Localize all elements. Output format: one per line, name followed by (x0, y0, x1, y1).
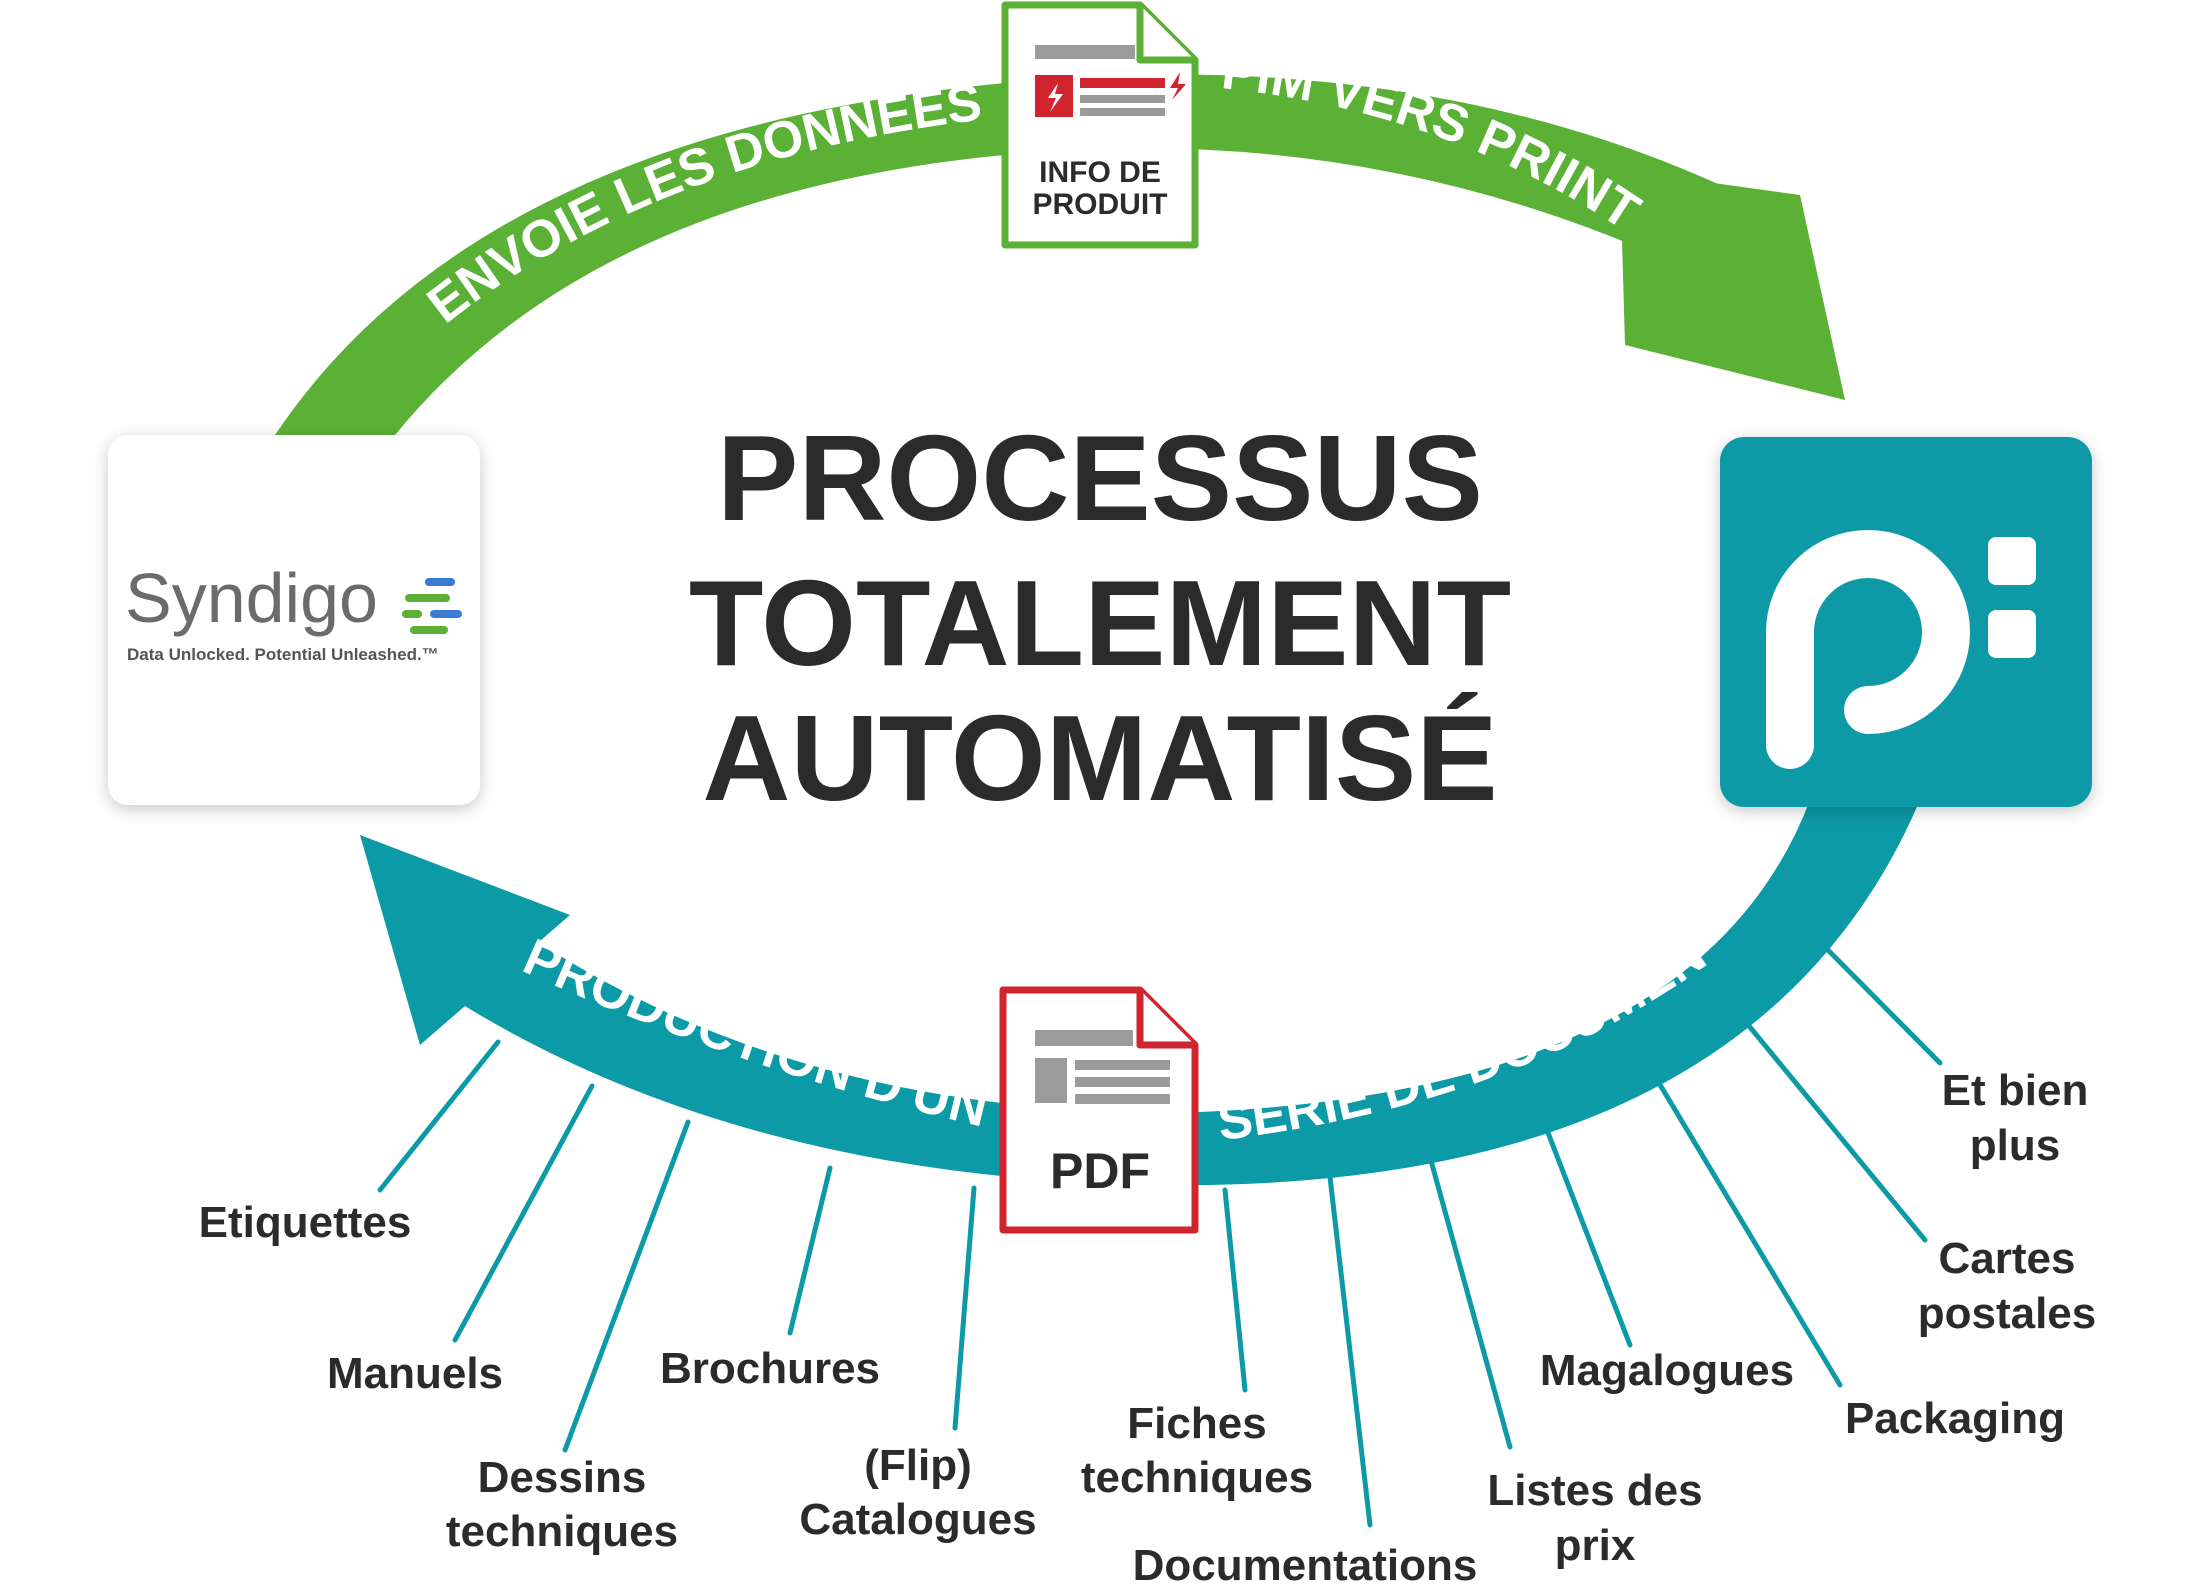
connector-magalogues (1542, 1122, 1633, 1348)
label-dessins-1: Dessins (478, 1453, 647, 1502)
syndigo-mark-icon (402, 578, 462, 634)
label-cartes-1: Cartes (1939, 1234, 2076, 1283)
connector-documentations (1327, 1174, 1373, 1528)
label-dessins-2: techniques (446, 1507, 678, 1556)
label-brochures: Brochures (660, 1344, 880, 1393)
label-cartes-2: postales (1918, 1289, 2097, 1338)
connector-brochures (787, 1165, 833, 1336)
connector-cartes (1737, 1012, 1928, 1243)
label-packaging: Packaging (1845, 1394, 2065, 1443)
bottom-arc-band (455, 800, 1920, 1186)
center-title: PROCESSUS TOTALEMENT AUTOMATISÉ (689, 410, 1511, 826)
top-arrow-arc: ENVOIE LES DONNÉES DU PIM VERS PRIINT (0, 0, 1845, 435)
label-listes-1: Listes des (1487, 1466, 1702, 1515)
syndigo-name: Syndigo (125, 559, 378, 637)
syndigo-logo-box: Syndigo Data Unlocked. Potential Unleash… (108, 435, 480, 805)
bottom-arrow-head (360, 835, 570, 1045)
syndigo-card (108, 435, 480, 805)
label-fiches-1: Fiches (1127, 1399, 1266, 1448)
syndigo-tagline: Data Unlocked. Potential Unleashed.™ (127, 645, 439, 664)
pdf-document-icon: PDF (999, 986, 1199, 1234)
label-documentations: Documentations (1133, 1541, 1478, 1590)
output-connectors (377, 942, 1943, 1528)
title-line-2: TOTALEMENT (689, 555, 1511, 691)
priint-p-icon (1766, 530, 2036, 769)
label-manuels: Manuels (327, 1349, 503, 1398)
connector-dessins (562, 1119, 691, 1453)
label-listes-2: prix (1555, 1521, 1636, 1570)
label-magalogues: Magalogues (1540, 1346, 1794, 1395)
output-labels: Etiquettes Manuels Dessins techniques Br… (199, 1066, 2097, 1590)
priint-logo-box (1720, 437, 2092, 807)
connector-manuels (452, 1083, 595, 1343)
label-plus-2: plus (1970, 1121, 2060, 1170)
label-plus-1: Et bien (1942, 1066, 2089, 1115)
connector-catalogues (952, 1185, 977, 1431)
connector-plus (1820, 942, 1943, 1066)
label-fiches-2: techniques (1081, 1453, 1313, 1502)
product-doc-line-2: PRODUIT (1033, 188, 1168, 221)
top-arrow-head (1620, 170, 1845, 400)
title-line-1: PROCESSUS (717, 410, 1483, 546)
title-line-3: AUTOMATISÉ (702, 690, 1497, 826)
connector-etiquettes (377, 1039, 501, 1193)
connector-packaging (1647, 1065, 1843, 1388)
pdf-label: PDF (1050, 1143, 1150, 1199)
product-info-document-icon: INFO DE PRODUIT (1001, 1, 1199, 249)
top-arc-band (275, 74, 1800, 435)
product-doc-line-1: INFO DE (1039, 156, 1161, 189)
connector-fiches (1222, 1187, 1248, 1393)
label-etiquettes: Etiquettes (199, 1198, 412, 1247)
connector-listes (1427, 1154, 1513, 1450)
label-catalogues-2: Catalogues (799, 1495, 1036, 1544)
label-catalogues-1: (Flip) (864, 1441, 972, 1490)
